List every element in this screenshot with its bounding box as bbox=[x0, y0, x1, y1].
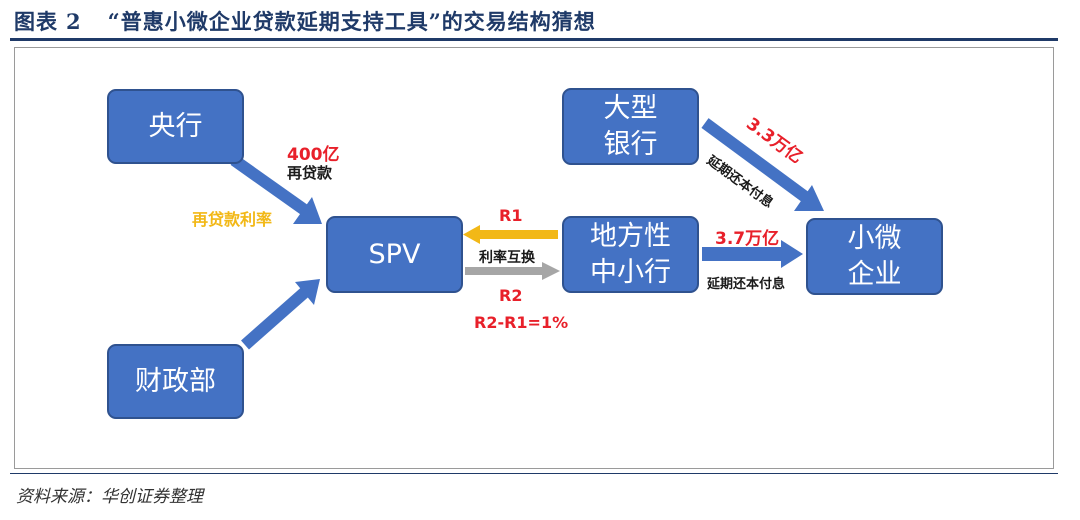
footer-rule bbox=[10, 473, 1058, 474]
label-relending-rate: 再贷款利率 bbox=[192, 210, 273, 229]
figure-title-text: “普惠小微企业贷款延期支持工具”的交易结构猜想 bbox=[107, 9, 596, 34]
node-spv: SPV bbox=[326, 216, 463, 293]
node-small-business: 小微 企业 bbox=[806, 218, 943, 295]
label-rate-swap: 利率互换 bbox=[479, 250, 535, 266]
node-ministry-of-finance: 财政部 bbox=[107, 344, 244, 419]
label-amount-400: 400亿 bbox=[287, 145, 340, 165]
arrow-central-bank-to-spv bbox=[230, 155, 322, 224]
label-r2: R2 bbox=[499, 286, 523, 305]
label-r1: R1 bbox=[499, 206, 523, 225]
source-note: 资料来源：华创证券整理 bbox=[16, 487, 203, 507]
node-local-bank: 地方性 中小行 bbox=[562, 216, 699, 293]
label-relending: 再贷款 bbox=[287, 164, 333, 182]
node-large-bank: 大型 银行 bbox=[562, 88, 699, 165]
figure-number: 2 bbox=[66, 9, 82, 34]
node-central-bank: 央行 bbox=[107, 89, 244, 164]
arrow-spv-to-local-bank bbox=[465, 262, 560, 280]
arrow-large-bank-to-business bbox=[701, 118, 824, 211]
figure-label: 图表 bbox=[14, 9, 58, 34]
figure-title: 图表 2 “普惠小微企业贷款延期支持工具”的交易结构猜想 bbox=[14, 6, 596, 36]
title-rule bbox=[10, 38, 1058, 41]
label-amount-37: 3.7万亿 bbox=[715, 229, 780, 249]
arrow-local-bank-to-spv bbox=[463, 225, 558, 244]
label-deferral-local-bank: 延期还本付息 bbox=[707, 277, 786, 292]
arrow-local-bank-to-business bbox=[702, 240, 803, 268]
label-r2-minus-r1: R2-R1=1% bbox=[474, 313, 569, 332]
arrow-ministry-to-spv bbox=[241, 279, 320, 350]
